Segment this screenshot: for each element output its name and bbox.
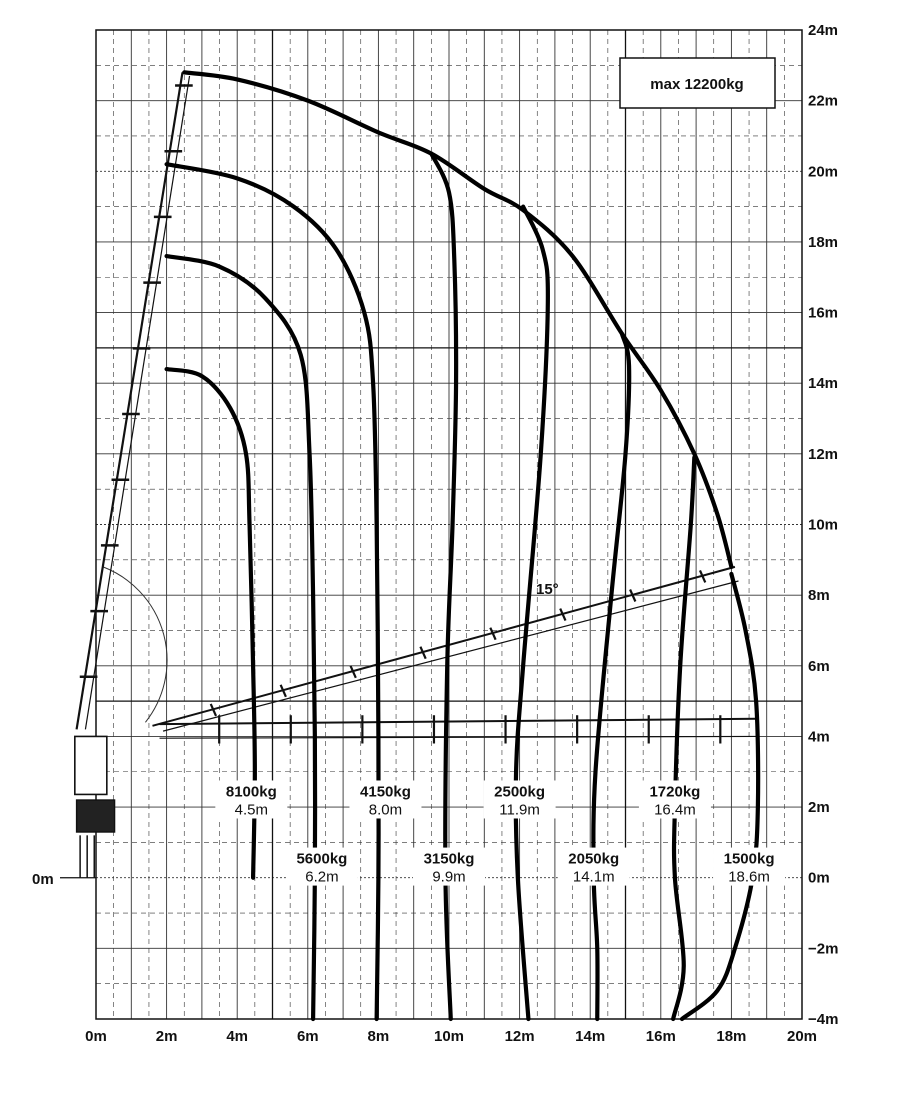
y-tick-label: 18m	[808, 234, 838, 251]
boom-joint	[419, 646, 427, 660]
y-tick-label: −2m	[808, 940, 838, 957]
max-load-box	[619, 57, 776, 109]
boom-joint	[559, 608, 567, 622]
x-tick-label: 8m	[368, 1028, 390, 1045]
load-label-bg	[638, 780, 711, 819]
x-tick-label: 20m	[787, 1028, 817, 1045]
y-tick-label: 20m	[808, 163, 838, 180]
y-tick-label: 12m	[808, 446, 838, 463]
load-weight-label: 8100kg	[226, 783, 277, 800]
boom-vertical	[75, 72, 184, 730]
y-tick-label: 22m	[808, 93, 838, 110]
y-tick-label: −4m	[808, 1011, 838, 1028]
y-tick-label: 0m	[808, 870, 830, 887]
load-label-bg	[285, 847, 358, 886]
load-reach-label: 9.9m	[432, 869, 465, 886]
load-label-bg	[349, 780, 422, 819]
load-weight-label: 2050kg	[568, 851, 619, 868]
load-reach-label: 14.1m	[573, 869, 615, 886]
load-curve-8100kg	[164, 366, 257, 880]
load-curve-1500kg	[679, 571, 761, 1022]
load-label-bg	[413, 847, 485, 886]
boom-joint	[698, 569, 707, 583]
boom-joint	[349, 665, 357, 679]
angle-label: 15°	[536, 581, 559, 598]
load-curve-4150kg	[164, 162, 381, 1022]
boom-joint	[629, 589, 637, 602]
x-tick-label: 16m	[646, 1028, 676, 1045]
x-tick-label: 2m	[156, 1028, 178, 1045]
y-tick-label: 6m	[808, 658, 830, 675]
max-load-label: max 12200kg	[650, 76, 743, 93]
boom-joint	[489, 627, 497, 641]
y-tick-label: 8m	[808, 587, 830, 604]
axis-ticks: 0m 2m 4m 6m 8m 10m 12m 14m 16m 18m 20m 24m 22m 20m 18m…	[85, 22, 838, 1045]
boom-angled-edge	[162, 580, 739, 732]
load-reach-label: 11.9m	[499, 801, 540, 818]
boom-vertical-edge	[84, 75, 191, 730]
y-tick-label: 4m	[808, 728, 830, 745]
load-weight-label: 4150kg	[360, 783, 411, 800]
load-reach-label: 8.0m	[369, 801, 402, 818]
x-tick-label: 4m	[226, 1028, 248, 1045]
x-tick-label: 14m	[575, 1028, 605, 1045]
y-tick-label: 2m	[808, 799, 830, 816]
left-zero-label: 0m	[32, 871, 54, 888]
load-curve-2500kg	[513, 204, 550, 1022]
crane-column	[74, 735, 108, 796]
boom-angled	[152, 565, 736, 727]
y-tick-label: 14m	[808, 375, 838, 392]
load-label-bg	[713, 847, 786, 886]
x-tick-label: 12m	[505, 1028, 535, 1045]
load-label-bg	[483, 780, 556, 819]
load-reach-label: 18.6m	[728, 869, 770, 886]
load-label-bg	[215, 780, 288, 819]
load-label-bg	[557, 847, 630, 886]
x-tick-label: 10m	[434, 1028, 464, 1045]
boom-horizontal-edge	[159, 735, 757, 739]
x-tick-label: 0m	[85, 1028, 107, 1045]
load-curve-3150kg	[429, 151, 459, 1022]
crane-base	[75, 799, 116, 833]
boom-joint	[279, 684, 287, 698]
x-tick-label: 18m	[716, 1028, 746, 1045]
load-reach-label: 4.5m	[235, 801, 268, 818]
load-curve-1720kg	[671, 455, 697, 1022]
load-reach-label: 16.4m	[654, 801, 696, 818]
load-curve-2050kg	[591, 331, 632, 1022]
y-tick-label: 24m	[808, 22, 838, 39]
y-tick-label: 10m	[808, 517, 838, 534]
boom-joint	[209, 703, 218, 717]
load-weight-label: 1500kg	[724, 851, 775, 868]
y-tick-label: 16m	[808, 305, 838, 322]
load-reach-label: 6.2m	[305, 869, 338, 886]
load-weight-label: 5600kg	[296, 851, 347, 868]
x-tick-label: 6m	[297, 1028, 319, 1045]
load-weight-label: 2500kg	[494, 783, 545, 800]
load-weight-label: 1720kg	[649, 783, 700, 800]
slew-arc	[102, 566, 168, 723]
load-weight-label: 3150kg	[424, 851, 475, 868]
crane-illustration	[74, 72, 757, 878]
boom-horizontal	[159, 717, 757, 726]
